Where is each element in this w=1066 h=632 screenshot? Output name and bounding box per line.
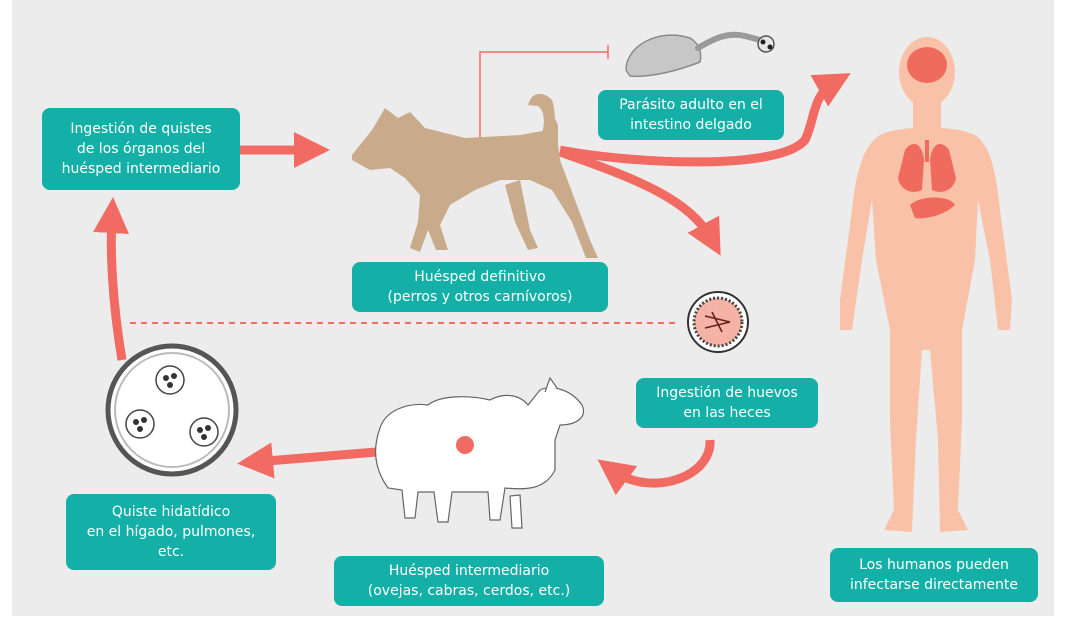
humanos-line-1: Los humanos pueden xyxy=(850,555,1018,575)
sheep-illustration xyxy=(376,378,584,528)
dog-illustration xyxy=(352,94,598,258)
tapeworm-illustration xyxy=(626,35,774,77)
quiste-hidatidico-line-2: en el hígado, pulmones, xyxy=(87,522,256,542)
humanos-box: Los humanos pueden infectarse directamen… xyxy=(830,548,1038,602)
egg-icon xyxy=(688,292,748,352)
quiste-hidatidico-line-3: etc. xyxy=(87,542,256,562)
ingestion-quistes-line-3: huésped intermediario xyxy=(62,159,221,179)
ingestion-huevos-line-1: Ingestión de huevos xyxy=(656,383,798,403)
parasito-adulto-box: Parásito adulto en el intestino delgado xyxy=(598,90,784,140)
huesped-intermediario-box: Huésped intermediario (ovejas, cabras, c… xyxy=(334,556,604,606)
huesped-definitivo-box: Huésped definitivo (perros y otros carní… xyxy=(352,262,608,312)
arrow-cyst-to-top xyxy=(111,215,122,360)
ingestion-quistes-line-1: Ingestión de quistes xyxy=(62,119,221,139)
huesped-intermediario-line-2: (ovejas, cabras, cerdos, etc.) xyxy=(368,581,570,601)
ingestion-quistes-box: Ingestión de quistes de los órganos del … xyxy=(42,108,240,190)
hydatid-cyst-icon xyxy=(108,346,236,474)
ingestion-huevos-line-2: en las heces xyxy=(656,403,798,423)
parasito-adulto-line-2: intestino delgado xyxy=(619,115,763,135)
ingestion-quistes-line-2: de los órganos del xyxy=(62,139,221,159)
humanos-line-2: infectarse directamente xyxy=(850,575,1018,595)
huesped-definitivo-line-1: Huésped definitivo xyxy=(388,267,573,287)
ingestion-huevos-box: Ingestión de huevos en las heces xyxy=(636,378,818,428)
sheep-infection-marker xyxy=(456,436,474,454)
parasito-adulto-line-1: Parásito adulto en el xyxy=(619,95,763,115)
quiste-hidatidico-line-1: Quiste hidatídico xyxy=(87,502,256,522)
arrow-huevos-to-sheep xyxy=(612,440,710,483)
huesped-definitivo-line-2: (perros y otros carnívoros) xyxy=(388,287,573,307)
huesped-intermediario-line-1: Huésped intermediario xyxy=(368,561,570,581)
quiste-hidatidico-box: Quiste hidatídico en el hígado, pulmones… xyxy=(66,494,276,570)
human-illustration xyxy=(840,37,1012,532)
